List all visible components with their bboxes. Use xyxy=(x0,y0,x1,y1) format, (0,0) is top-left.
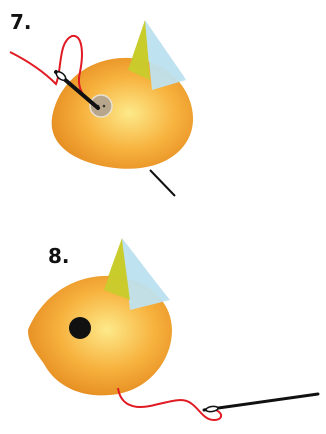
eye-icon xyxy=(69,317,91,339)
fin-blue-front-icon xyxy=(145,22,186,90)
step-7-illustration xyxy=(10,20,193,196)
step-8-illustration xyxy=(28,238,318,420)
needle-icon xyxy=(204,394,318,410)
needle-tip-icon xyxy=(150,170,175,196)
thread-icon xyxy=(118,388,221,420)
